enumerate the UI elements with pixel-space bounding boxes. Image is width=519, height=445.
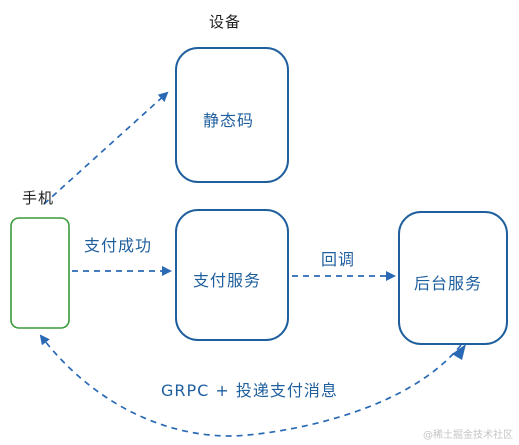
static-code-box bbox=[175, 47, 289, 183]
payment-success-label: 支付成功 bbox=[84, 236, 153, 255]
backend-service-box bbox=[398, 211, 508, 345]
phone-box bbox=[10, 217, 70, 329]
payment-service-label: 支付服务 bbox=[193, 271, 262, 290]
arrowhead-backend-start bbox=[452, 344, 466, 360]
payment-service-box bbox=[175, 209, 289, 341]
backend-service-label: 后台服务 bbox=[414, 274, 483, 293]
watermark: @稀土掘金技术社区 bbox=[423, 430, 513, 441]
phone-label: 手机 bbox=[22, 189, 55, 207]
grpc-push-label: GRPC + 投递支付消息 bbox=[161, 381, 338, 400]
device-group-label: 设备 bbox=[209, 13, 242, 31]
arrow-phone-to-static-code bbox=[43, 91, 169, 205]
arrow-backend-to-phone-curve bbox=[39, 334, 462, 437]
callback-label: 回调 bbox=[321, 250, 356, 269]
static-code-label: 静态码 bbox=[203, 111, 255, 130]
